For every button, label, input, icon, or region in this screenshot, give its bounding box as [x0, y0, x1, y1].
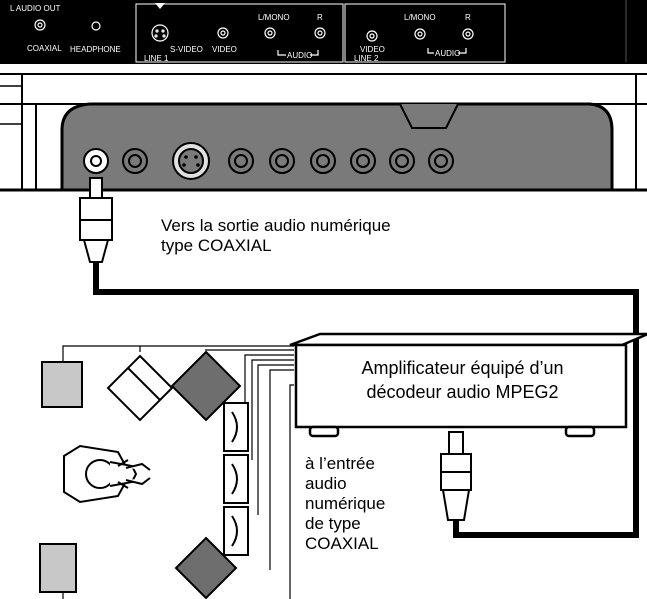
coaxial-cable: [93, 262, 639, 538]
listener-icon: [63, 444, 151, 504]
lmono-label-2: L/MONO: [404, 13, 436, 22]
line1-label: LINE 1: [144, 54, 169, 63]
coaxial-input-caption: à l’entrée audio numérique de type COAXI…: [305, 454, 386, 553]
front-left-speaker-icon: [41, 361, 83, 408]
rear-speaker-dark-icon: [174, 536, 238, 599]
top-connector-panel: L AUDIO OUT COAXIAL HEADPHONE S-VIDEO VI…: [0, 0, 647, 64]
coaxial-output-caption: Vers la sortie audio numérique type COAX…: [161, 216, 391, 255]
svideo-jack-icon: [151, 24, 169, 42]
r-label-1: R: [317, 13, 323, 22]
audio-out-label: L AUDIO OUT: [10, 4, 60, 13]
rca-plug-top-icon: [79, 177, 113, 263]
audio2-r-jack-icon: [462, 28, 474, 40]
speakers: [39, 350, 249, 599]
audio-l-jack-icon: [264, 27, 276, 39]
audio-r-jack-icon: [314, 27, 326, 39]
rear-panel: [0, 73, 647, 192]
center-speaker-stack-icon: [223, 402, 249, 556]
audio-label-2: AUDIO: [435, 49, 460, 58]
audio2-l-jack-icon: [414, 28, 426, 40]
rca-plug-bottom-icon: [440, 431, 472, 521]
video2-jack-icon: [366, 30, 378, 42]
coaxial-jack-icon: [34, 19, 46, 31]
video-jack-icon: [217, 27, 229, 39]
lmono-label-1: L/MONO: [258, 13, 290, 22]
headphone-jack-icon: [91, 21, 101, 31]
line2-label: LINE 2: [354, 54, 379, 63]
speaker-wiring: [62, 345, 294, 599]
headphone-label: HEADPHONE: [70, 45, 121, 54]
front-speaker-white-icon: [106, 354, 174, 422]
svideo-label: S-VIDEO: [170, 45, 203, 54]
amplifier-unit: [289, 332, 647, 438]
coaxial-label: COAXIAL: [27, 44, 62, 53]
video-label-1: VIDEO: [212, 45, 237, 54]
r-label-2: R: [465, 13, 471, 22]
audio-label-1: AUDIO: [287, 51, 312, 60]
amplifier-label: Amplificateur équipé d’un décodeur audio…: [361, 358, 564, 402]
video-label-2: VIDEO: [360, 45, 385, 54]
rear-left-speaker-icon: [39, 543, 77, 593]
